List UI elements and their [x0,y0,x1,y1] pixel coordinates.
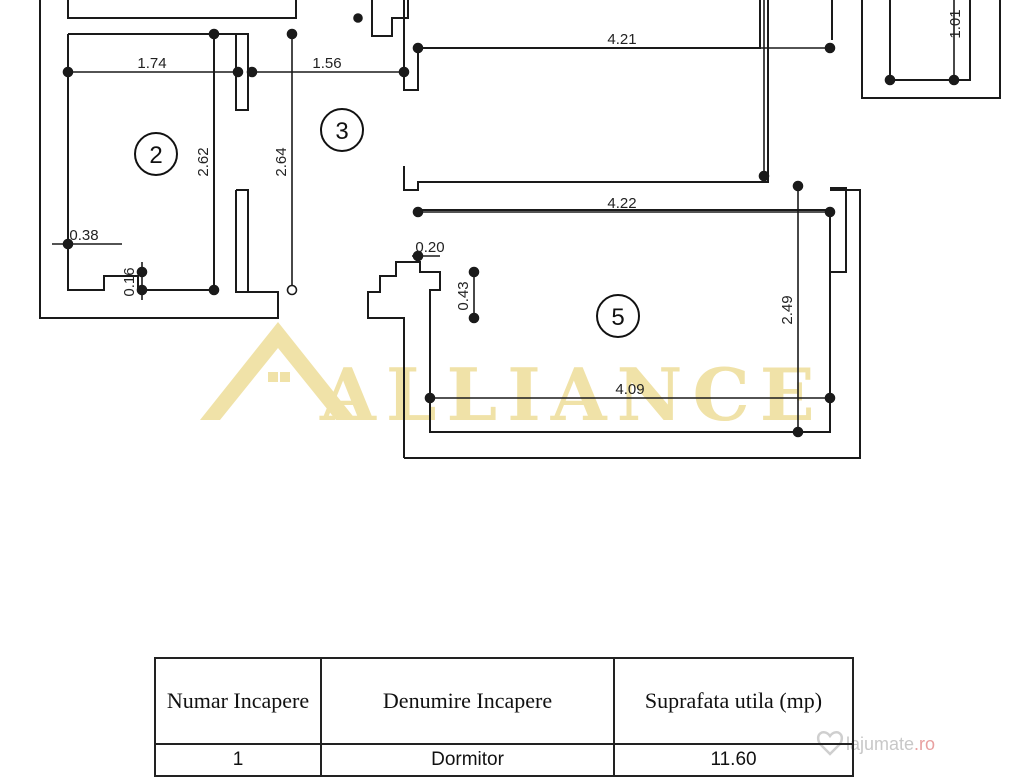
site-name: lajumate [846,734,914,754]
room-number-2: 2 [149,142,162,169]
dim-label-0-16: 0.16 [121,267,138,296]
svg-text:lajumate.ro: lajumate.ro [846,734,935,754]
dim-label-0-38: 0.38 [69,227,98,244]
room-number-5: 5 [611,304,624,331]
dim-label-4-22: 4.22 [607,195,636,212]
dim-label-2-62: 2.62 [195,147,212,176]
site-suffix: .ro [914,734,935,754]
cell-usable-area: 11.60 [613,743,854,777]
dim-label-4-09: 4.09 [615,381,644,398]
alliance-watermark: ALLIANCE [200,322,825,437]
cell-room-number: 1 [153,743,323,777]
dimension-lines [52,0,960,438]
cell-room-name: Dormitor [320,743,616,777]
dim-label-2-49: 2.49 [779,295,796,324]
room-marker-2 [134,132,178,176]
room-table: Numar Incapere Denumire Incapere Suprafa… [153,657,854,777]
dim-label-1-56: 1.56 [312,55,341,72]
header-room-number: Numar Incapere [153,657,323,745]
dim-label-0-20: 0.20 [415,239,444,256]
watermark-text: ALLIANCE [319,352,825,437]
room-markers [134,108,640,338]
room-marker-3 [320,108,364,152]
dim-label-2-64: 2.64 [273,147,290,176]
room-number-3: 3 [335,118,348,145]
dim-label-1-74: 1.74 [137,55,166,72]
dim-label-4-21: 4.21 [607,31,636,48]
room-marker-5 [596,294,640,338]
table-header-row: Numar Incapere Denumire Incapere Suprafa… [153,657,854,745]
dim-label-0-43: 0.43 [455,281,472,310]
header-usable-area: Suprafata utila (mp) [613,657,854,745]
header-room-name: Denumire Incapere [320,657,616,745]
dim-label-1-01: 1.01 [947,9,964,38]
table-row: 1 Dormitor 11.60 [153,743,854,777]
